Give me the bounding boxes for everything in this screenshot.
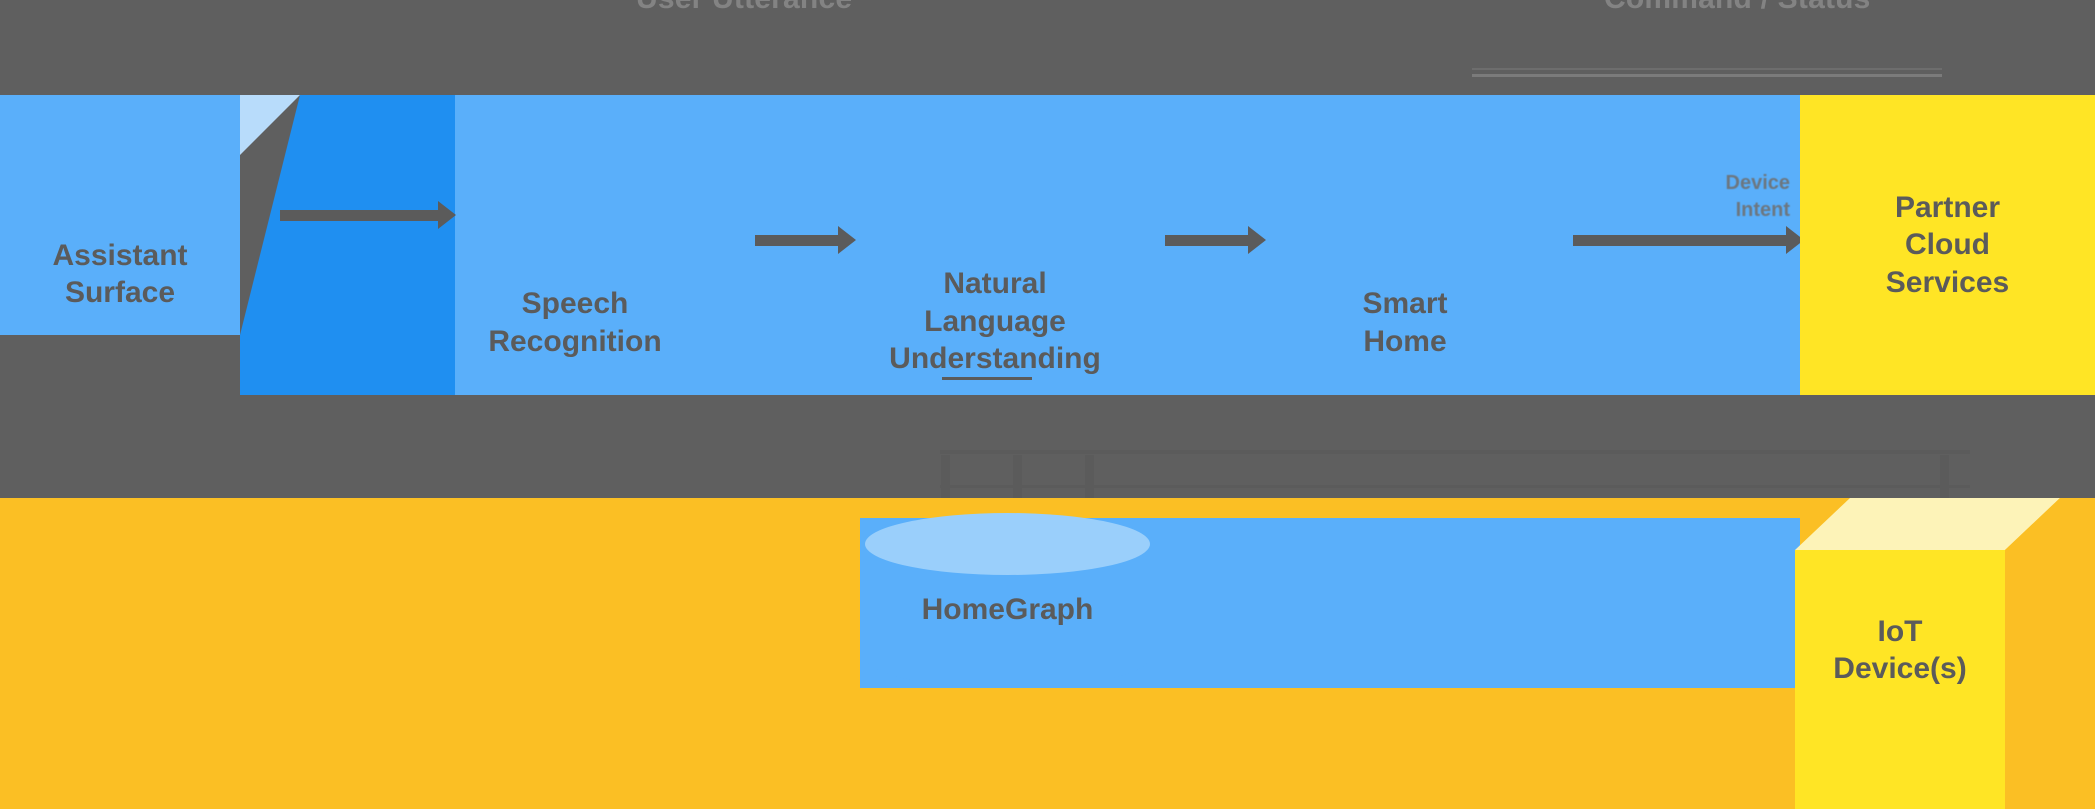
iot-devices-label-line1: IoT	[1877, 614, 1923, 648]
edge-label-device-intent: Device Intent	[1600, 170, 1791, 224]
assistant-surface-front-face	[0, 95, 240, 335]
partner-cloud-label-line2: Cloud	[1905, 228, 1990, 262]
assistant-surface-label: Assistant Surface	[0, 155, 240, 395]
arrow-assistant-to-speech	[280, 201, 456, 229]
iot-devices-side-face	[2005, 498, 2095, 809]
top-connector-line-secondary	[1472, 68, 1942, 70]
assistant-surface-label-line1: Assistant	[52, 239, 188, 273]
arrow-smarthome-to-partnercloud	[1573, 226, 1804, 254]
iot-devices-label: IoT Device(s)	[1795, 550, 2005, 750]
node-natural-language-understanding[interactable]: Natural Language Understanding	[855, 265, 1135, 378]
homegraph-cylinder-top	[865, 513, 1150, 575]
connector-line-to-iot	[940, 485, 1970, 488]
nlu-label-line3: Understanding	[889, 342, 1101, 375]
nlu-label-line2: Language	[924, 304, 1066, 338]
cloud-layer-band: Assistant Surface Speech Recognition Nat…	[0, 95, 2095, 395]
iot-devices-front-face	[1795, 550, 2005, 809]
node-home-graph[interactable]: HomeGraph	[865, 513, 1150, 688]
node-smart-home[interactable]: Smart Home	[1295, 285, 1515, 360]
partner-cloud-label-line1: Partner	[1894, 190, 2001, 224]
assistant-surface-side-face	[240, 95, 460, 395]
speech-recognition-label-line2: Recognition	[488, 324, 662, 358]
device-layer-band: HomeGraph IoT Device(s)	[0, 498, 2095, 809]
smart-home-label-line1: Smart	[1362, 287, 1448, 320]
connector-line-to-homegraph-long	[940, 450, 1970, 454]
arrow-speech-to-nlu	[755, 226, 856, 254]
edge-label-command-status: Command / Status	[1604, 0, 1871, 16]
device-intent-line2: Intent	[1735, 199, 1790, 221]
partner-cloud-label-line3: Services	[1885, 265, 2010, 299]
edge-label-user-utterance: User Utterance	[636, 0, 852, 16]
homegraph-label: HomeGraph	[921, 593, 1094, 626]
node-assistant-surface[interactable]: Assistant Surface	[0, 95, 460, 395]
speech-recognition-label-line1: Speech	[521, 287, 629, 320]
smart-home-label-line2: Home	[1363, 324, 1447, 358]
iot-devices-label-line2: Device(s)	[1833, 652, 1967, 685]
partner-cloud-services-panel	[1800, 95, 2095, 395]
node-iot-devices[interactable]: IoT Device(s)	[1795, 498, 2095, 809]
connector-line-smarthome-stub	[942, 377, 1032, 380]
arrow-nlu-to-smarthome	[1165, 226, 1266, 254]
device-intent-line1: Device	[1725, 172, 1791, 194]
top-label-strip: User Utterance Command / Status	[0, 0, 2095, 72]
middle-gutter	[0, 377, 2095, 500]
nlu-label-line1: Natural	[943, 267, 1047, 300]
top-connector-line	[1472, 74, 1942, 77]
node-partner-cloud-services[interactable]: Partner Cloud Services	[1800, 95, 2095, 395]
assistant-surface-label-line2: Surface	[64, 276, 176, 309]
node-speech-recognition[interactable]: Speech Recognition	[455, 285, 695, 360]
